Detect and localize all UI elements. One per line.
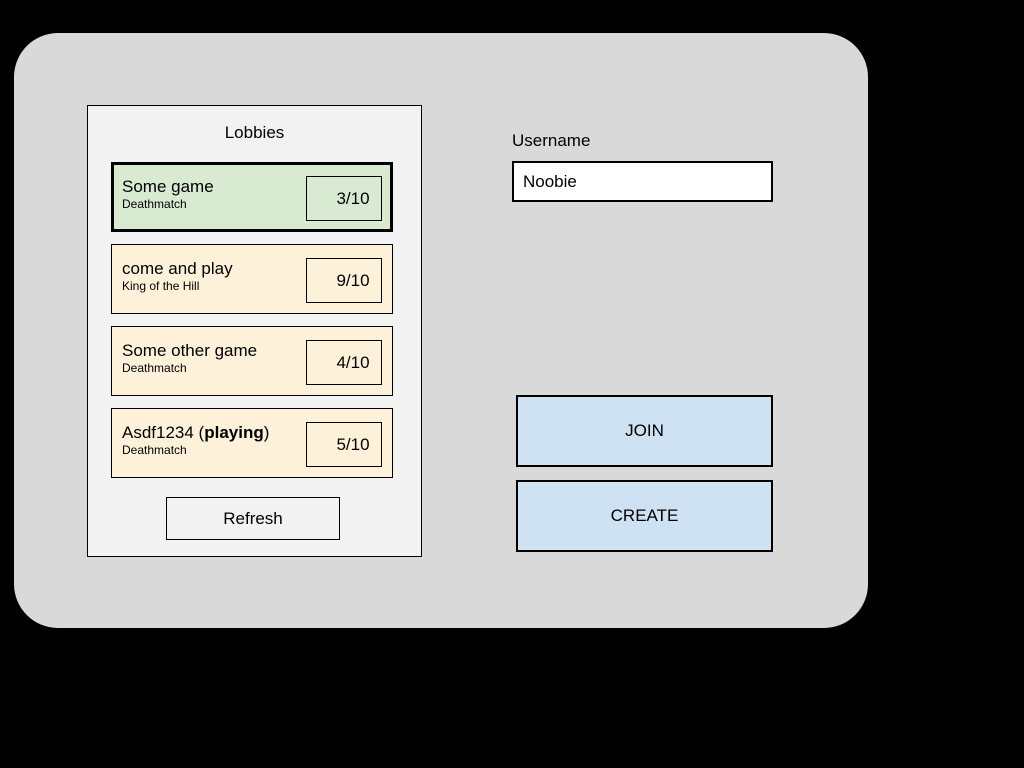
lobby-row-player-count: 3/10: [306, 176, 382, 221]
lobby-row-mode: Deathmatch: [122, 361, 187, 375]
lobbies-panel-title: Lobbies: [224, 123, 285, 142]
lobby-row-name-status: playing: [204, 423, 264, 442]
lobby-row-name: come and play: [122, 259, 233, 278]
lobby-row-name: Asdf1234 (playing): [122, 422, 302, 443]
lobby-row-mode: Deathmatch: [122, 197, 187, 211]
create-button[interactable]: CREATE: [516, 480, 773, 552]
refresh-button[interactable]: Refresh: [166, 497, 340, 540]
username-input[interactable]: [512, 161, 773, 202]
join-button[interactable]: JOIN: [516, 395, 773, 467]
lobby-row-player-count: 9/10: [306, 258, 382, 303]
lobby-row-name-prefix: Asdf1234 (: [122, 423, 205, 442]
lobby-row-text: Asdf1234 (playing)Deathmatch: [122, 422, 302, 458]
lobby-row-player-count: 4/10: [306, 340, 382, 385]
lobby-row-player-count: 5/10: [306, 422, 382, 467]
lobby-row-name: Some game: [122, 177, 214, 196]
lobby-row-mode: King of the Hill: [122, 279, 200, 293]
lobby-row-name: Some other game: [122, 341, 258, 360]
lobby-row-name-suffix: ): [263, 423, 270, 442]
lobby-row-mode: Deathmatch: [122, 443, 187, 457]
username-label: Username: [512, 131, 591, 150]
